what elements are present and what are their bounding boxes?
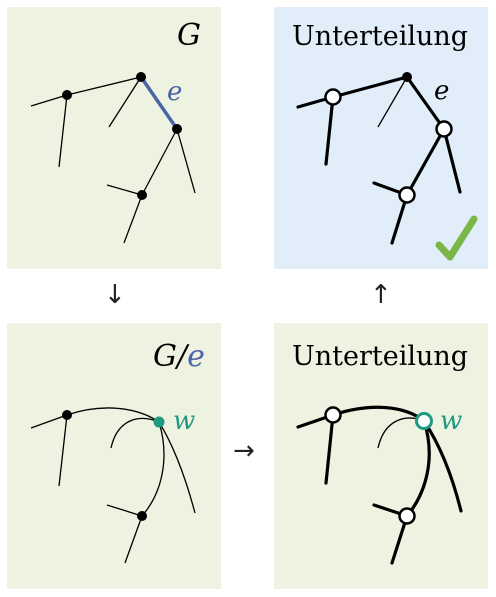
vertex	[402, 72, 412, 82]
edge	[124, 515, 143, 564]
edge	[324, 95, 335, 166]
subdivision-vertex	[435, 120, 453, 138]
edge	[141, 421, 165, 517]
panel-contraction: G/e w	[7, 323, 221, 589]
vertex	[136, 72, 146, 82]
edge	[377, 76, 408, 128]
edge-e-highlighted	[139, 76, 179, 130]
edge	[331, 75, 409, 99]
panel-background	[274, 7, 488, 269]
vertex	[137, 511, 147, 521]
edge	[405, 75, 446, 131]
arrow-up: ↑	[370, 280, 392, 310]
edge-label-e: e	[434, 76, 449, 106]
panel-background	[7, 323, 221, 589]
edge	[66, 407, 160, 423]
panel-label-contraction: G/e	[153, 339, 205, 374]
subdivision-vertex	[398, 507, 416, 525]
vertex-label-w: w	[440, 406, 462, 436]
panel-label-g: G	[177, 18, 201, 53]
edge	[106, 504, 143, 517]
edge	[66, 76, 142, 96]
panel-label-subdivision: Unterteilung	[292, 341, 468, 372]
edge	[141, 128, 178, 196]
vertex-w	[415, 412, 433, 430]
panel-graph-g: G e	[7, 7, 221, 269]
panel-label-subdivision: Unterteilung	[292, 21, 468, 52]
vertex	[62, 410, 72, 420]
subdivision-diagram-top: Unterteilung e	[274, 7, 488, 269]
vertex	[172, 124, 182, 134]
subdivision-diagram-bottom: Unterteilung w	[274, 323, 488, 589]
edge	[442, 127, 462, 194]
vertex	[137, 190, 147, 200]
panel-subdivision-bottom: Unterteilung w	[274, 323, 488, 589]
edge	[30, 94, 68, 107]
edge	[176, 128, 196, 194]
arrow-right: →	[233, 436, 255, 466]
panel-subdivision-top: Unterteilung e	[274, 7, 488, 269]
vertex	[62, 90, 72, 100]
subdivision-vertex	[398, 186, 416, 204]
edge	[405, 127, 446, 197]
contraction-diagram: G/e w	[7, 323, 221, 589]
edge	[58, 414, 68, 487]
edge	[123, 194, 143, 244]
panel-background	[7, 7, 221, 269]
edge	[106, 184, 143, 196]
edge	[158, 421, 196, 514]
edge-label-e: e	[167, 77, 182, 107]
check-icon	[435, 215, 478, 261]
arrow-down: ↓	[104, 280, 126, 310]
graph-g-diagram: G e	[7, 7, 221, 269]
vertex-w	[153, 416, 165, 428]
edge	[108, 76, 142, 128]
panel-background	[274, 323, 488, 589]
subdivision-vertex	[324, 88, 342, 106]
edge	[58, 94, 68, 168]
edge	[422, 419, 463, 513]
edge	[405, 419, 431, 518]
edge	[30, 414, 68, 429]
subdivision-vertex	[324, 406, 342, 424]
vertex-label-w: w	[173, 406, 195, 436]
edge	[110, 417, 160, 449]
edge	[324, 413, 335, 485]
